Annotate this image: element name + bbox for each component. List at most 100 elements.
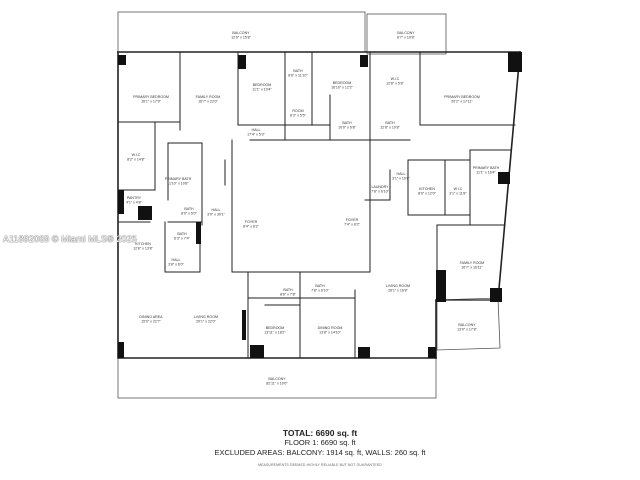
balcony-outlines — [117, 11, 501, 399]
room-name: FAMILY ROOM — [460, 261, 485, 265]
room-dims: 6'3" x 7'4" — [174, 237, 190, 241]
room-dims: 17'4" x 5'3" — [247, 133, 265, 137]
room-name: BALCONY — [268, 377, 286, 381]
room-dims: 10'0" x 6'8" — [338, 126, 356, 130]
room-name: BEDROOM — [266, 326, 285, 330]
room-dims: 3'1" x 11'8" — [449, 192, 467, 196]
room-name: W.I.C — [132, 153, 141, 157]
room-name: BATH — [184, 207, 194, 211]
room-dims: 16'10" x 12'2" — [331, 86, 353, 90]
room-dims: 20'2" x 17'11" — [451, 100, 473, 104]
room-name: LIVING ROOM — [386, 284, 410, 288]
room-name: HALL — [172, 258, 181, 262]
room-name: ROOM — [292, 109, 303, 113]
room-dims: 7'8" x 6'10" — [371, 190, 389, 194]
room-name: LAUNDRY — [371, 185, 389, 189]
room-name: PRIMARY BEDROOM — [133, 95, 169, 99]
room-dims: 82'11" x 10'0" — [266, 382, 288, 386]
room-dims: 3'1" x 10'8" — [392, 177, 410, 181]
room-dims: 13'11" x 18'2" — [264, 331, 286, 335]
room-name: FOYER — [346, 218, 359, 222]
svg-text:W.I.C8'2" x 14'8": W.I.C8'2" x 14'8" — [127, 153, 145, 162]
room-name: BEDROOM — [333, 81, 352, 85]
room-dims: 12'8" x 10'8" — [380, 126, 400, 130]
room-dims: 15'0" x 22'7" — [141, 320, 161, 324]
room-dims: 4'1" x 4'8" — [126, 201, 142, 205]
disclaimer-note: MEASUREMENTS DEEMED HIGHLY RELIABLE BUT … — [258, 463, 382, 467]
room-name: DINING ROOM — [318, 326, 343, 330]
room-name: HALL — [212, 208, 221, 212]
room-name: BATH — [315, 284, 325, 288]
room-dims: 16'1" x 17'9" — [141, 100, 161, 104]
room-dims: 12'0" x 15'8" — [231, 36, 251, 40]
total-area: TOTAL: 6690 sq. ft — [282, 428, 358, 438]
room-name: BALCONY — [397, 31, 415, 35]
room-dims: 26'1" x 16'8" — [388, 289, 408, 293]
structural-columns — [118, 52, 522, 358]
room-name: BATH — [283, 288, 293, 292]
room-dims: 8'0" x 5'0" — [181, 212, 197, 216]
svg-text:W.I.C3'1" x 11'8": W.I.C3'1" x 11'8" — [449, 187, 467, 196]
mls-watermark: A11892069 © Miami MLS® 2025 — [3, 234, 137, 244]
room-name: W.I.C — [454, 187, 463, 191]
room-dims: 16'7" x 16'11" — [461, 266, 483, 270]
room-name: PANTRY — [127, 196, 142, 200]
excluded-areas: EXCLUDED AREAS: BALCONY: 1914 sq. ft, WA… — [214, 448, 426, 457]
svg-text:W.I.C12'8" x 5'8": W.I.C12'8" x 5'8" — [386, 77, 404, 86]
room-dims: 20'1" x 22'0" — [196, 320, 216, 324]
room-dims: 12'8" x 13'8" — [133, 247, 153, 251]
room-dims: 16'7" x 22'0" — [198, 100, 218, 104]
room-dims: 8'0" x 12'0" — [418, 192, 436, 196]
room-dims: 3'0" x 30'1" — [207, 213, 225, 217]
room-name: PRIMARY BATH — [473, 166, 500, 170]
room-dims: 8'4" x 8'2" — [243, 225, 259, 229]
room-dims: 3'8" x 6'0" — [168, 263, 184, 267]
room-name: BATH — [385, 121, 395, 125]
floor-area: FLOOR 1: 6690 sq. ft — [284, 438, 356, 447]
interior-walls — [117, 51, 516, 359]
room-name: PRIMARY BEDROOM — [444, 95, 480, 99]
room-name: FAMILY ROOM — [196, 95, 221, 99]
room-dims: 6'3" x 5'5" — [290, 114, 306, 118]
room-name: BEDROOM — [253, 83, 272, 87]
room-dims: 7'8" x 6'10" — [311, 289, 329, 293]
room-dims: 8'6" x 11'10" — [288, 74, 308, 78]
room-dims: 13'8" x 14'10" — [319, 331, 341, 335]
room-name: KITCHEN — [135, 242, 151, 246]
room-dims: 12'8" x 5'8" — [386, 82, 404, 86]
room-name: BATH — [177, 232, 187, 236]
room-name: KITCHEN — [419, 187, 435, 191]
